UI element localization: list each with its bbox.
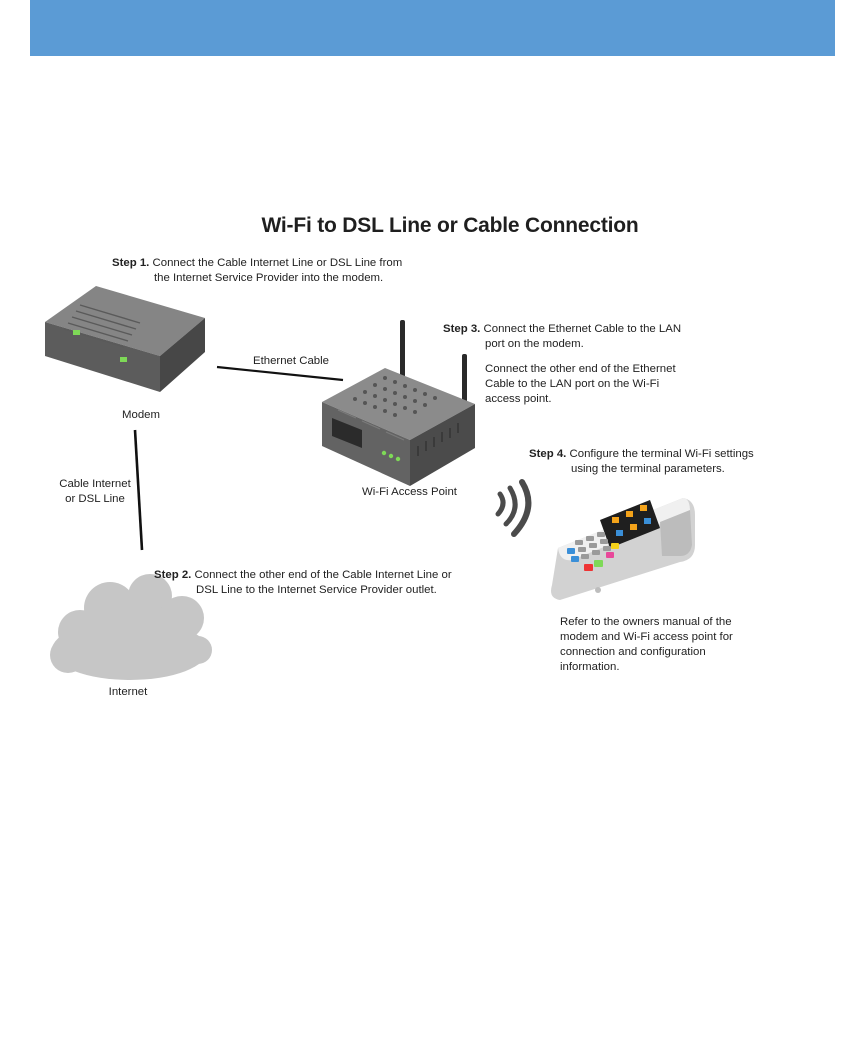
step-1-line-2: the Internet Service Provider into the m… [154, 272, 384, 284]
step-2-line-1: Connect the other end of the Cable Inter… [194, 569, 452, 581]
step-3-line-1: Connect the Ethernet Cable to the LAN [483, 323, 682, 335]
ethernet-cable-label: Ethernet Cable [253, 355, 329, 367]
step-3-line-3: Connect the other end of the Ethernet [485, 363, 676, 375]
step-4-line-2: using the terminal parameters. [571, 463, 725, 475]
wifi-signal-icon [495, 479, 532, 537]
modem-icon [45, 286, 205, 392]
step-4-text: Step 4. Configure the terminal Wi-Fi set… [529, 447, 754, 477]
diagram-title: Wi-Fi to DSL Line or Cable Connection [261, 214, 639, 237]
note-line-1: Refer to the owners manual of the [560, 616, 732, 628]
step-1-line-1: Connect the Cable Internet Line or DSL L… [152, 257, 403, 269]
payment-terminal-icon [551, 498, 695, 600]
ethernet-cable-line [216, 365, 344, 382]
dsl-line [133, 429, 144, 551]
step-2-line-2: DSL Line to the Internet Service Provide… [196, 584, 437, 596]
note-line-2: modem and Wi-Fi access point for [560, 631, 733, 643]
step-1-text: Step 1. Connect the Cable Internet Line … [112, 256, 402, 286]
step-1-label: Step 1. [112, 257, 150, 269]
step-2-label: Step 2. [154, 569, 192, 581]
step-2-text: Step 2. Connect the other end of the Cab… [154, 568, 452, 598]
wifi-access-point-icon [322, 320, 475, 486]
wifi-access-point-label: Wi-Fi Access Point [362, 486, 457, 498]
step-3-line-2: port on the modem. [485, 338, 584, 350]
modem-label: Modem [122, 409, 160, 421]
step-3-line-4: Cable to the LAN port on the Wi-Fi [485, 378, 660, 390]
note-line-4: information. [560, 661, 620, 673]
cable-internet-line-1: Cable Internet [59, 478, 131, 490]
step-4-label: Step 4. [529, 448, 567, 460]
note-line-3: connection and configuration [560, 646, 706, 658]
internet-label: Internet [108, 686, 148, 698]
header-bar [30, 0, 835, 56]
cable-internet-line-2: or DSL Line [65, 493, 125, 505]
step-3-text: Step 3. Connect the Ethernet Cable to th… [443, 322, 681, 407]
internet-cloud-icon [50, 574, 212, 680]
cable-internet-label: Cable Internet or DSL Line [50, 477, 140, 507]
step-3-label: Step 3. [443, 323, 481, 335]
reference-note: Refer to the owners manual of the modem … [560, 615, 733, 675]
step-3-line-5: access point. [485, 393, 552, 405]
step-4-line-1: Configure the terminal Wi-Fi settings [569, 448, 754, 460]
